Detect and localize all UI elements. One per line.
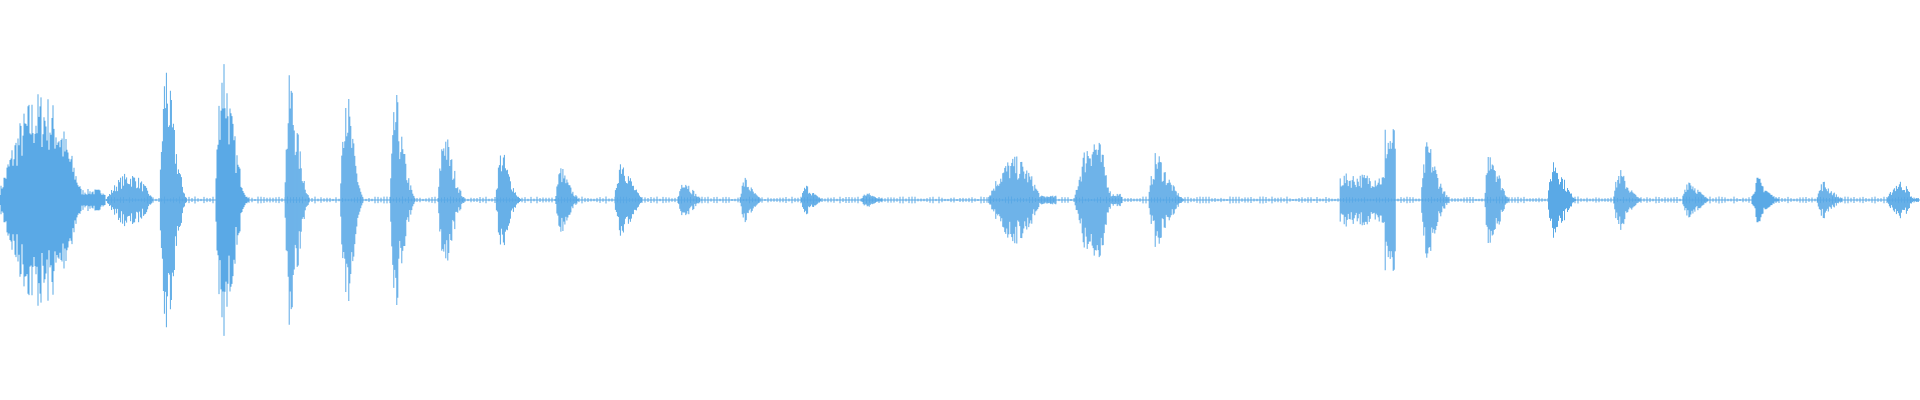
waveform-segment	[284, 75, 310, 325]
waveform-segment	[1613, 170, 1641, 230]
waveform-segment	[390, 95, 416, 305]
waveform-noise	[0, 196, 1918, 204]
waveform-segment	[340, 99, 364, 301]
waveform-segment	[801, 185, 822, 215]
waveform-bars	[0, 64, 1919, 336]
waveform-segment	[438, 139, 466, 261]
